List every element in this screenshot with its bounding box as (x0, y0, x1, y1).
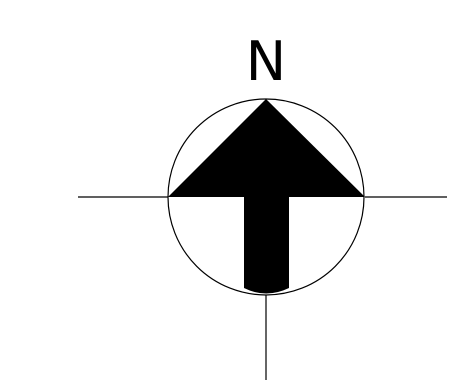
arrow-head (168, 99, 365, 197)
north-label: N (246, 30, 286, 93)
arrow-shaft (244, 197, 289, 294)
